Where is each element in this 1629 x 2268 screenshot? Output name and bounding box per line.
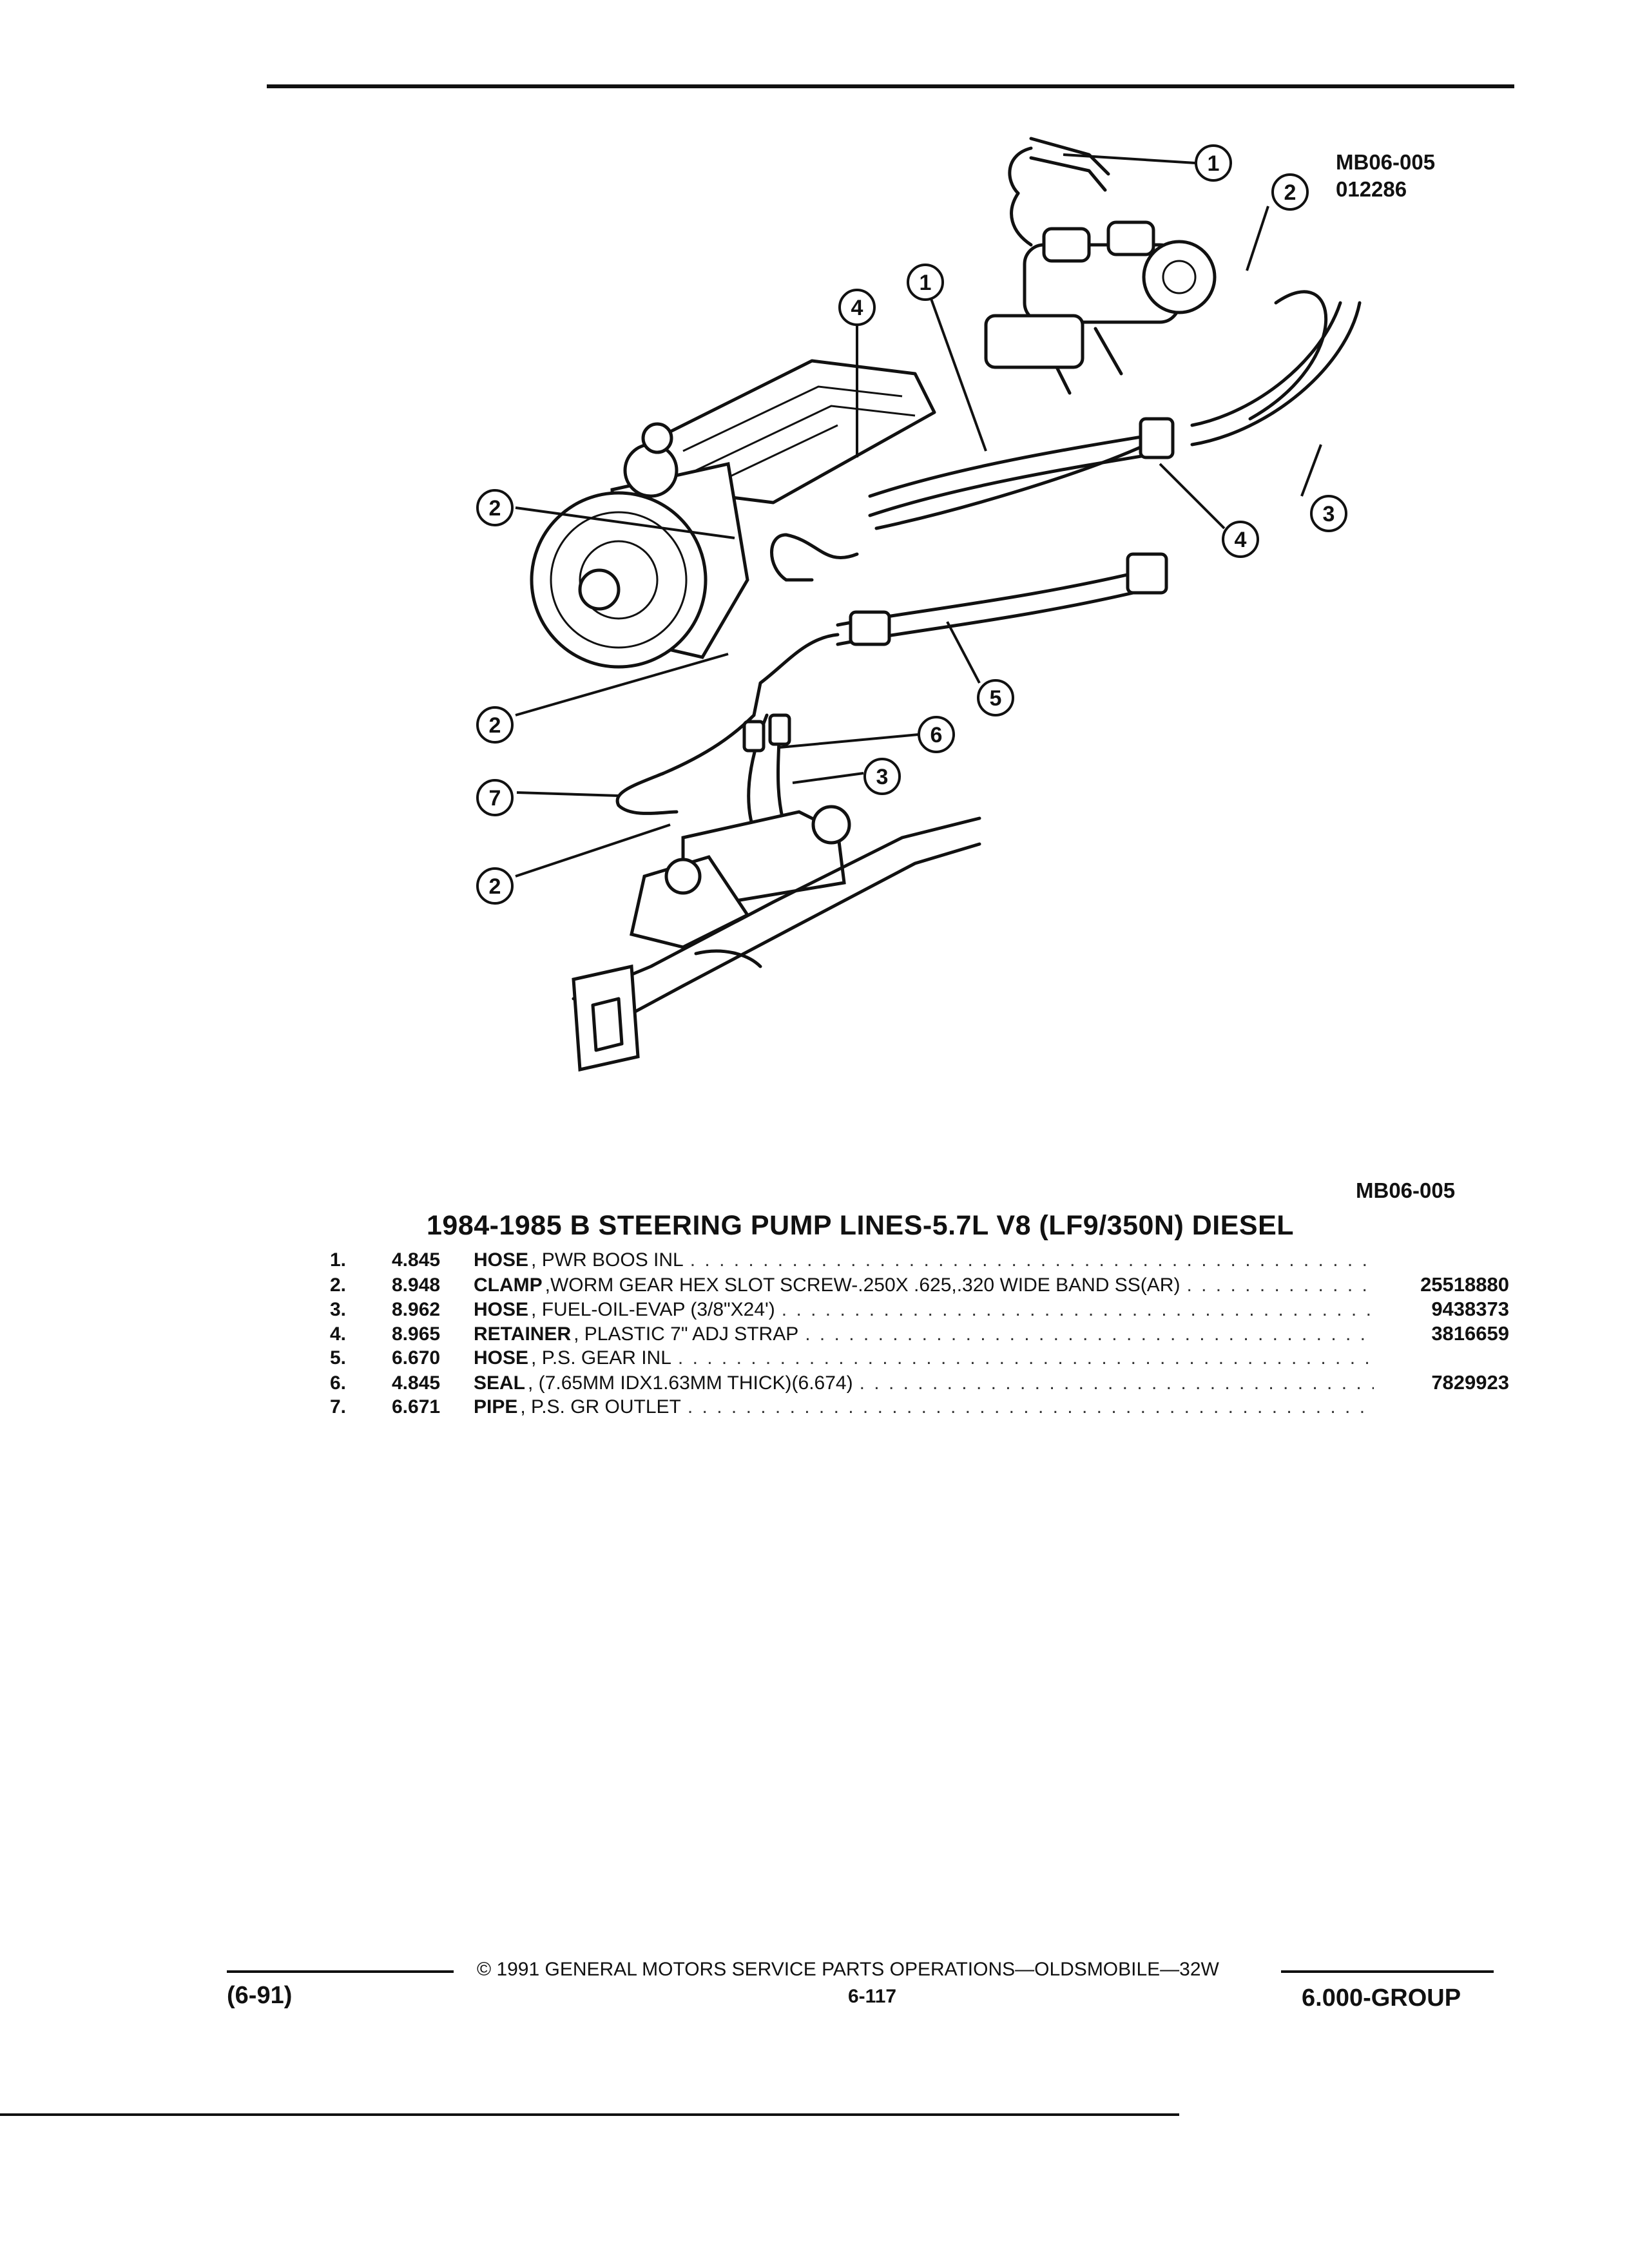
svg-text:2: 2 bbox=[489, 496, 501, 521]
leader-dots bbox=[805, 1322, 1374, 1347]
svg-text:1: 1 bbox=[1208, 151, 1220, 176]
footer-date-code: (6-91) bbox=[227, 1982, 293, 2009]
part-name: PIPE bbox=[474, 1396, 518, 1418]
svg-text:1: 1 bbox=[920, 271, 932, 295]
part-index: 6. bbox=[330, 1372, 347, 1394]
part-desc: ,WORM GEAR HEX SLOT SCREW-.250X .625,.32… bbox=[545, 1274, 1181, 1296]
svg-text:7: 7 bbox=[489, 786, 501, 811]
part-desc: , P.S. GR OUTLET bbox=[520, 1396, 681, 1418]
diagram-ref: MB06-005 bbox=[1336, 150, 1436, 174]
diagram-date: 012286 bbox=[1336, 177, 1407, 201]
svg-text:6: 6 bbox=[930, 723, 943, 747]
part-name: HOSE bbox=[474, 1249, 529, 1271]
callout-1a: 1 bbox=[1195, 144, 1232, 182]
callout-2a: 2 bbox=[1271, 173, 1309, 211]
callout-2b: 2 bbox=[476, 489, 514, 526]
svg-text:5: 5 bbox=[990, 686, 1002, 711]
part-code: 6.670 bbox=[392, 1347, 441, 1369]
part-code: 4.845 bbox=[392, 1249, 441, 1271]
svg-text:2: 2 bbox=[489, 874, 501, 899]
callout-4a: 4 bbox=[838, 289, 876, 326]
callout-3b: 3 bbox=[863, 758, 901, 795]
leader-dots bbox=[1186, 1273, 1374, 1298]
part-code: 8.948 bbox=[392, 1274, 441, 1296]
leader-dots bbox=[688, 1395, 1374, 1419]
parts-row: 5. 6.670 HOSE , P.S. GEAR INL bbox=[330, 1346, 1509, 1370]
svg-text:3: 3 bbox=[876, 765, 889, 789]
part-index: 4. bbox=[330, 1323, 347, 1345]
parts-row: 3. 8.962 HOSE , FUEL-OIL-EVAP (3/8"X24')… bbox=[330, 1297, 1509, 1321]
callout-5: 5 bbox=[977, 679, 1014, 716]
bottom-rule bbox=[0, 2113, 1179, 2116]
svg-text:2: 2 bbox=[1284, 180, 1296, 205]
part-index: 5. bbox=[330, 1347, 347, 1369]
footer-copyright: © 1991 GENERAL MOTORS SERVICE PARTS OPER… bbox=[477, 1959, 1219, 1980]
parts-row: 4. 8.965 RETAINER , PLASTIC 7" ADJ STRAP… bbox=[330, 1321, 1509, 1346]
leader-dots bbox=[860, 1371, 1374, 1396]
callout-1b: 1 bbox=[907, 264, 944, 301]
callout-4b: 4 bbox=[1222, 521, 1259, 558]
steering-pump-lines-diagram: 1 1 2 2 2 2 3 3 4 4 5 6 7 bbox=[476, 137, 1362, 1072]
part-name: HOSE bbox=[474, 1299, 529, 1320]
callout-7: 7 bbox=[476, 779, 514, 816]
power-steering-pump bbox=[530, 422, 749, 669]
parts-row: 1. 4.845 HOSE , PWR BOOS INL bbox=[330, 1248, 1509, 1273]
part-code: 6.671 bbox=[392, 1396, 441, 1418]
part-code: 4.845 bbox=[392, 1372, 441, 1394]
part-name: RETAINER bbox=[474, 1323, 572, 1345]
part-number: 7829923 bbox=[1431, 1371, 1509, 1394]
svg-text:3: 3 bbox=[1323, 502, 1335, 526]
part-desc: , FUEL-OIL-EVAP (3/8"X24') bbox=[531, 1299, 775, 1320]
diagram-footer-ref: MB06-005 bbox=[1356, 1178, 1456, 1202]
parts-list: 1. 4.845 HOSE , PWR BOOS INL 2. 8.948 CL… bbox=[330, 1248, 1509, 1419]
part-index: 1. bbox=[330, 1249, 347, 1271]
part-index: 3. bbox=[330, 1299, 347, 1320]
part-index: 2. bbox=[330, 1274, 347, 1296]
part-code: 8.962 bbox=[392, 1299, 441, 1320]
part-code: 8.965 bbox=[392, 1323, 441, 1345]
part-desc: , PLASTIC 7" ADJ STRAP bbox=[574, 1323, 799, 1345]
part-name: SEAL bbox=[474, 1372, 526, 1394]
parts-row: 7. 6.671 PIPE , P.S. GR OUTLET bbox=[330, 1395, 1509, 1419]
part-number: 25518880 bbox=[1420, 1273, 1509, 1296]
parts-row: 2. 8.948 CLAMP ,WORM GEAR HEX SLOT SCREW… bbox=[330, 1273, 1509, 1297]
leader-dots bbox=[690, 1248, 1374, 1273]
callout-6: 6 bbox=[918, 716, 955, 753]
svg-text:4: 4 bbox=[1235, 528, 1247, 552]
callout-2d: 2 bbox=[476, 867, 514, 905]
footer-rule-left bbox=[227, 1970, 454, 1973]
part-desc: , PWR BOOS INL bbox=[531, 1249, 684, 1271]
part-name: CLAMP bbox=[474, 1274, 543, 1296]
footer-page-number: 6-117 bbox=[848, 1986, 897, 2007]
part-desc: , P.S. GEAR INL bbox=[531, 1347, 671, 1369]
part-number: 3816659 bbox=[1431, 1322, 1509, 1345]
parts-row: 6. 4.845 SEAL , (7.65MM IDX1.63MM THICK)… bbox=[330, 1370, 1509, 1395]
master-cylinder-assembly bbox=[984, 220, 1217, 395]
section-title: 1984-1985 B STEERING PUMP LINES-5.7L V8 … bbox=[427, 1210, 1295, 1241]
leader-dots bbox=[782, 1298, 1374, 1322]
part-name: HOSE bbox=[474, 1347, 529, 1369]
leader-dots bbox=[678, 1346, 1374, 1370]
callout-3a: 3 bbox=[1310, 495, 1347, 532]
callout-leaders bbox=[515, 153, 1322, 878]
hose-lines bbox=[615, 137, 1362, 833]
footer-group: 6.000-GROUP bbox=[1302, 1984, 1461, 2012]
callout-2c: 2 bbox=[476, 706, 514, 744]
part-number: 9438373 bbox=[1431, 1298, 1509, 1320]
svg-text:4: 4 bbox=[851, 296, 863, 320]
part-desc: , (7.65MM IDX1.63MM THICK)(6.674) bbox=[528, 1372, 853, 1394]
svg-text:2: 2 bbox=[489, 713, 501, 738]
top-rule bbox=[267, 84, 1514, 88]
steering-gear-frame bbox=[572, 805, 981, 1072]
footer-rule-right bbox=[1281, 1970, 1494, 1973]
part-index: 7. bbox=[330, 1396, 347, 1418]
